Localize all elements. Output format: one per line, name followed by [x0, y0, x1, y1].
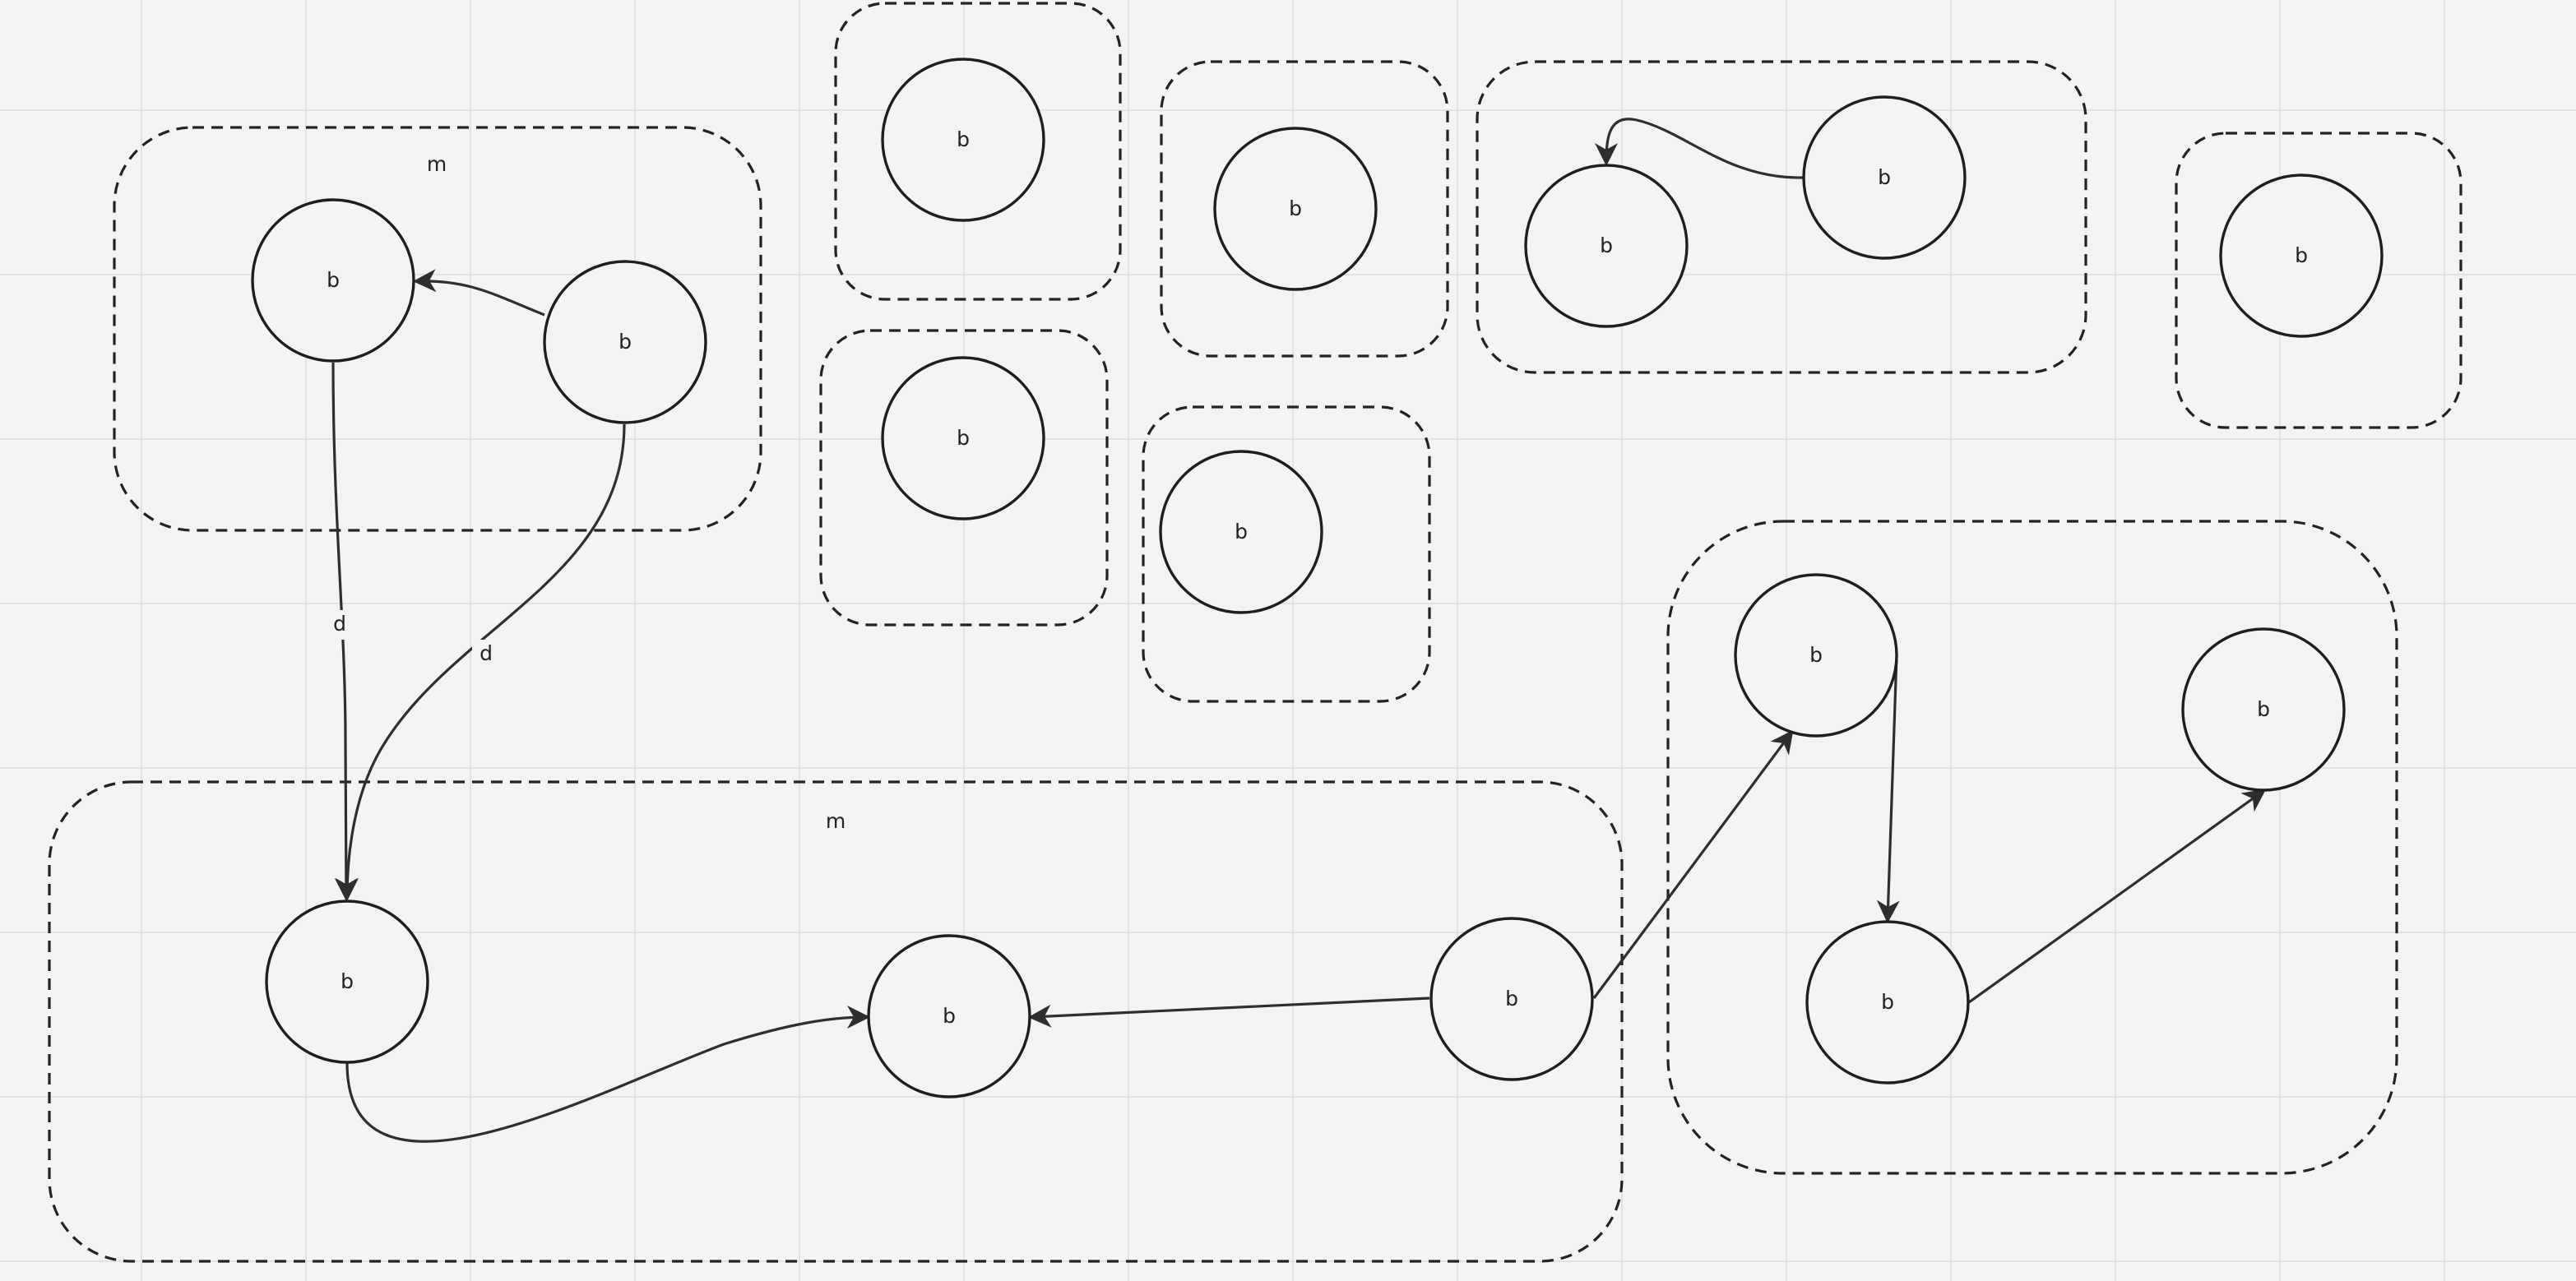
edge-n12-to-n13[interactable] — [1592, 729, 1794, 999]
node-n14[interactable]: b — [2181, 627, 2346, 792]
edge-n12-to-n11[interactable] — [1028, 997, 1430, 1028]
node-label: b — [1235, 520, 1248, 543]
node-label: b — [943, 1004, 956, 1028]
node-n10[interactable]: b — [265, 899, 429, 1064]
group-7[interactable] — [2175, 132, 2462, 429]
node-label: b — [2295, 243, 2308, 267]
group-6[interactable] — [1476, 60, 2087, 374]
group-3[interactable] — [819, 329, 1109, 627]
node-label: b — [341, 969, 354, 993]
node-label: b — [1505, 987, 1518, 1010]
node-n11[interactable]: b — [867, 934, 1031, 1098]
edge-n15-to-n14[interactable] — [1968, 788, 2267, 1004]
edge-label: d — [333, 612, 346, 636]
node-label: b — [619, 330, 632, 354]
node-label: b — [1881, 990, 1894, 1014]
group-m-bottom[interactable]: m — [48, 780, 1624, 1263]
group-2[interactable] — [834, 2, 1122, 301]
edge-n10-to-n11[interactable] — [345, 1006, 870, 1143]
node-label: b — [2257, 697, 2270, 721]
group-label: m — [427, 152, 447, 176]
group-label: m — [826, 809, 846, 833]
node-n3[interactable]: b — [881, 58, 1045, 222]
node-label: b — [327, 268, 340, 292]
node-n7[interactable]: b — [2219, 173, 2384, 338]
edge-n9-to-n8[interactable] — [1595, 118, 1804, 179]
edge-n1-to-n10[interactable]: d — [326, 362, 358, 901]
group-5[interactable] — [1142, 405, 1431, 703]
node-n12[interactable]: b — [1429, 917, 1594, 1081]
node-n6[interactable]: b — [1159, 450, 1323, 614]
group-m-top[interactable]: m — [113, 126, 762, 532]
edge-n13-to-n15[interactable] — [1876, 654, 1900, 923]
node-label: b — [957, 426, 970, 450]
node-n5[interactable]: b — [1213, 127, 1378, 291]
node-n15[interactable]: b — [1805, 920, 1970, 1084]
node-label: b — [1809, 643, 1823, 667]
node-label: b — [1600, 234, 1613, 257]
edge-n2-to-n1[interactable] — [413, 269, 545, 317]
node-n13[interactable]: b — [1734, 573, 1898, 738]
group-9[interactable] — [1666, 520, 2398, 1175]
node-label: b — [1289, 197, 1302, 220]
edge-n2-to-n10[interactable]: d — [336, 423, 626, 901]
node-n2[interactable]: b — [543, 260, 707, 424]
group-4[interactable] — [1160, 60, 1449, 358]
node-n8[interactable]: b — [1524, 164, 1689, 328]
node-label: b — [957, 127, 970, 151]
node-n4[interactable]: b — [881, 356, 1045, 520]
node-label: b — [1878, 165, 1891, 189]
node-n9[interactable]: b — [1802, 95, 1967, 260]
edge-label: d — [480, 641, 493, 665]
node-n1[interactable]: b — [251, 198, 415, 363]
